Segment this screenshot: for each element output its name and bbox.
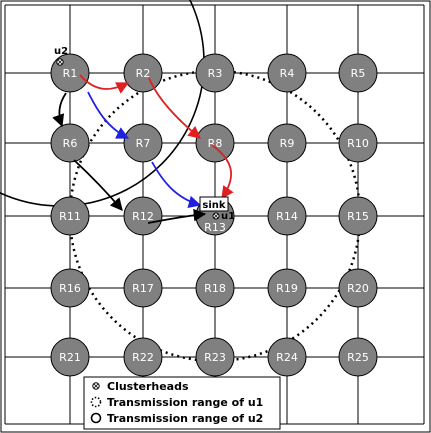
node-label: R12: [132, 210, 154, 223]
node-label: R21: [59, 351, 81, 364]
node-r23: R23: [195, 337, 235, 377]
user-u2: u2: [54, 46, 68, 66]
legend-box: [83, 376, 281, 430]
arrow-r1-r7: [87, 91, 130, 139]
node-r4: R4: [267, 53, 307, 93]
node-label: R18: [204, 282, 226, 295]
node-r16: R16: [50, 268, 90, 308]
node-circle: [267, 196, 307, 236]
node-label: R23: [204, 351, 226, 364]
node-r3: R3: [195, 53, 235, 93]
node-circle: [123, 123, 163, 163]
node-circle: [267, 268, 307, 308]
sink-label: sink: [202, 200, 225, 211]
legend: Clusterheads Transmission range of u1 Tr…: [83, 376, 281, 430]
node-circle: [195, 337, 235, 377]
node-circle: [267, 123, 307, 163]
arrow-r6-r12: [73, 159, 123, 211]
node-circle: [338, 196, 378, 236]
node-r25: R25: [338, 337, 378, 377]
node-label: R15: [347, 210, 369, 223]
node-label: R10: [347, 137, 369, 150]
node-r21: R21: [50, 337, 90, 377]
node-label: R16: [59, 282, 81, 295]
node-circle: [338, 268, 378, 308]
node-r11: R11: [50, 196, 90, 236]
node-circle: [338, 53, 378, 93]
node-r2: R2: [123, 53, 163, 93]
arrow-r12-sink: [147, 208, 207, 224]
node-r15: R15: [338, 196, 378, 236]
u1-label: u1: [221, 211, 235, 222]
routing-arrows: [52, 74, 234, 224]
node-label: R6: [63, 137, 78, 150]
node-circle: [50, 123, 90, 163]
node-r19: R19: [267, 268, 307, 308]
node-label: R11: [59, 210, 81, 223]
node-circle: [50, 337, 90, 377]
node-r18: R18: [195, 268, 235, 308]
node-circle: [50, 268, 90, 308]
node-label: R7: [136, 137, 151, 150]
node-label: R14: [276, 210, 298, 223]
node-r22: R22: [123, 337, 163, 377]
node-r9: R9: [267, 123, 307, 163]
node-r14: R14: [267, 196, 307, 236]
node-r12: R12: [123, 196, 163, 236]
node-r8: R8: [195, 123, 235, 163]
node-circle: [338, 337, 378, 377]
legend-range-u2: Transmission range of u2: [107, 412, 263, 425]
node-circle: [123, 53, 163, 93]
legend-clusterheads: Clusterheads: [107, 380, 189, 393]
node-circle: [123, 268, 163, 308]
legend-range-u1: Transmission range of u1: [107, 396, 263, 409]
node-r24: R24: [267, 337, 307, 377]
node-label: R24: [276, 351, 298, 364]
arrow-r2-r8: [148, 77, 201, 139]
arrow-r1-r6: [52, 92, 67, 128]
node-label: R25: [347, 351, 369, 364]
node-r1: R1: [50, 53, 90, 93]
node-r10: R10: [338, 123, 378, 163]
u2-label: u2: [54, 46, 68, 57]
node-label: R8: [208, 137, 223, 150]
arrow-r8-sink: [211, 144, 234, 200]
node-r6: R6: [50, 123, 90, 163]
node-label: R13: [204, 221, 226, 234]
node-r20: R20: [338, 268, 378, 308]
arrow-r1-r2: [79, 74, 130, 94]
node-label: R9: [280, 137, 295, 150]
node-label: R5: [351, 67, 366, 80]
node-label: R4: [280, 67, 295, 80]
node-circle: [195, 123, 235, 163]
node-label: R2: [136, 67, 151, 80]
node-label: R1: [63, 67, 78, 80]
node-circle: [123, 196, 163, 236]
node-circle: [267, 337, 307, 377]
user-u1: u1: [212, 211, 235, 222]
node-r5: R5: [338, 53, 378, 93]
node-label: R17: [132, 282, 154, 295]
node-label: R22: [132, 351, 154, 364]
sink-node: sink: [199, 196, 229, 212]
node-circle: [267, 53, 307, 93]
node-circle: [123, 337, 163, 377]
node-circle: [195, 268, 235, 308]
node-label: R3: [208, 67, 223, 80]
node-label: R20: [347, 282, 369, 295]
node-circle: [195, 53, 235, 93]
node-circle: [50, 196, 90, 236]
dotted-circle-legend-icon: [90, 396, 102, 408]
node-r7: R7: [123, 123, 163, 163]
solid-circle-legend-icon: [90, 412, 102, 424]
node-label: R19: [276, 282, 298, 295]
node-circle: [338, 123, 378, 163]
node-r17: R17: [123, 268, 163, 308]
arrow-r7-sink: [151, 161, 202, 209]
